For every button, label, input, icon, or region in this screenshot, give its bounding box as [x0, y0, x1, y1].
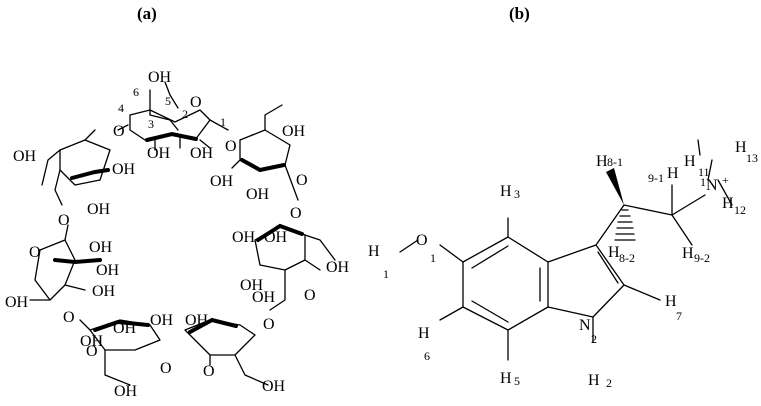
ring-number-5: 5 — [165, 94, 171, 108]
oh-label: OH — [148, 69, 172, 86]
o-bridge-top-right: O — [225, 138, 237, 155]
oh-label: OH — [147, 145, 171, 162]
oh-label: OH — [112, 161, 136, 178]
atom-h1: H — [368, 243, 380, 260]
sub-h13: 13 — [746, 151, 758, 165]
glucose-unit-right-lower — [254, 223, 336, 311]
atom-h2: H — [588, 372, 600, 389]
sub-h2: 2 — [606, 376, 612, 390]
oh-label: OH — [262, 378, 286, 395]
o-bottom-right-ring: O — [203, 363, 215, 380]
o-bridge-left: O — [58, 212, 70, 229]
oh-label: OH — [113, 320, 137, 337]
atom-h3: H — [500, 183, 512, 200]
atom-h9-1: H — [667, 165, 679, 182]
sub-h8-2: 8-2 — [619, 251, 635, 265]
oh-label: OH — [96, 262, 120, 279]
oh-label: OH — [282, 123, 306, 140]
glucose-unit-left-upper — [41, 129, 111, 206]
oh-label: OH — [80, 333, 104, 350]
oh-label: OH — [185, 312, 209, 329]
glucose-unit-right-upper — [231, 104, 299, 201]
panel-a-label: (a) — [137, 4, 157, 23]
glucose-unit-left-lower — [29, 224, 102, 301]
cyclodextrin-structure: 6 5 4 3 2 1 O O O O O O O O O — [5, 69, 350, 400]
atom-h13: H — [735, 139, 747, 156]
oh-label: OH — [87, 201, 111, 218]
ring-number-3: 3 — [148, 117, 154, 131]
o-bridge-bottom: O — [160, 360, 172, 377]
oh-label: OH — [92, 283, 116, 300]
sub-h1: 1 — [383, 267, 389, 281]
oh-label: OH — [240, 277, 264, 294]
ring-number-4: 4 — [118, 101, 124, 115]
glucose-unit-top — [117, 81, 229, 151]
o-bridge-right: O — [290, 205, 302, 222]
sub-n2: 2 — [591, 332, 597, 346]
glucose-unit-bottom-right — [184, 317, 269, 386]
panel-b-label: (b) — [509, 4, 530, 23]
ring-number-1: 1 — [220, 115, 226, 129]
atom-h9-2: H — [682, 245, 694, 262]
o-bridge-bottom-left: O — [63, 309, 75, 326]
sub-o1: 1 — [430, 251, 436, 265]
atom-h5: H — [500, 370, 512, 387]
charge-plus: + — [722, 173, 729, 187]
o-bridge-right-lower: O — [263, 316, 275, 333]
oh-label: OH — [5, 294, 29, 311]
ring-number-2: 2 — [182, 107, 188, 121]
benzene-ring — [462, 236, 549, 331]
o-ring-top: O — [190, 94, 202, 111]
oh-label: OH — [190, 145, 214, 162]
oh-label: OH — [252, 289, 276, 306]
oh-label: OH — [232, 229, 256, 246]
oh-label: OH — [246, 186, 270, 203]
sub-h7: 7 — [676, 309, 682, 323]
wedge-bond-h8-1 — [606, 168, 624, 205]
hydroxyl-labels: OH OH OH OH OH OH OH OH OH OH OH OH OH O… — [5, 69, 350, 400]
sub-n1: 1 — [700, 175, 706, 189]
glucose-unit-bottom-left — [79, 319, 161, 386]
sub-h3: 3 — [514, 187, 520, 201]
oh-label: OH — [114, 383, 138, 400]
sub-h11: 11 — [698, 165, 710, 179]
atom-h11: H — [684, 153, 696, 170]
sub-h6: 6 — [424, 349, 430, 363]
oh-label: OH — [89, 239, 113, 256]
atom-h12: H — [722, 195, 734, 212]
sub-h5: 5 — [514, 374, 520, 388]
sub-h8-1: 8-1 — [607, 155, 623, 169]
o-left-lower-ring: O — [29, 244, 41, 261]
oh-label: OH — [150, 312, 174, 329]
atom-h8-1: H — [596, 153, 608, 170]
hash-bond-h8-2 — [614, 209, 636, 241]
atom-o1: O — [416, 232, 428, 249]
o-bridge-top-left: O — [113, 123, 125, 140]
atom-h6: H — [418, 325, 430, 342]
o-right-upper-ring: O — [296, 172, 308, 189]
atom-h8-2: H — [608, 244, 620, 261]
sub-h12: 12 — [734, 203, 746, 217]
oh-label: OH — [210, 173, 234, 190]
oh-label: OH — [13, 148, 37, 165]
serotonin-structure: O 1 H 1 H 3 H 6 H 5 N 2 H 2 H 7 H 8-1 H … — [368, 139, 758, 390]
o-bottom-left-ring: O — [86, 343, 98, 360]
atom-h7: H — [665, 293, 677, 310]
atom-n2: N — [579, 317, 591, 334]
oh-label: OH — [264, 229, 288, 246]
oh-label: OH — [326, 259, 350, 276]
ring-number-6: 6 — [133, 85, 139, 99]
o-right-lower-ring: O — [304, 287, 316, 304]
sub-h9-1: 9-1 — [648, 171, 664, 185]
sub-h9-2: 9-2 — [694, 251, 710, 265]
atom-n1: N — [706, 177, 718, 194]
